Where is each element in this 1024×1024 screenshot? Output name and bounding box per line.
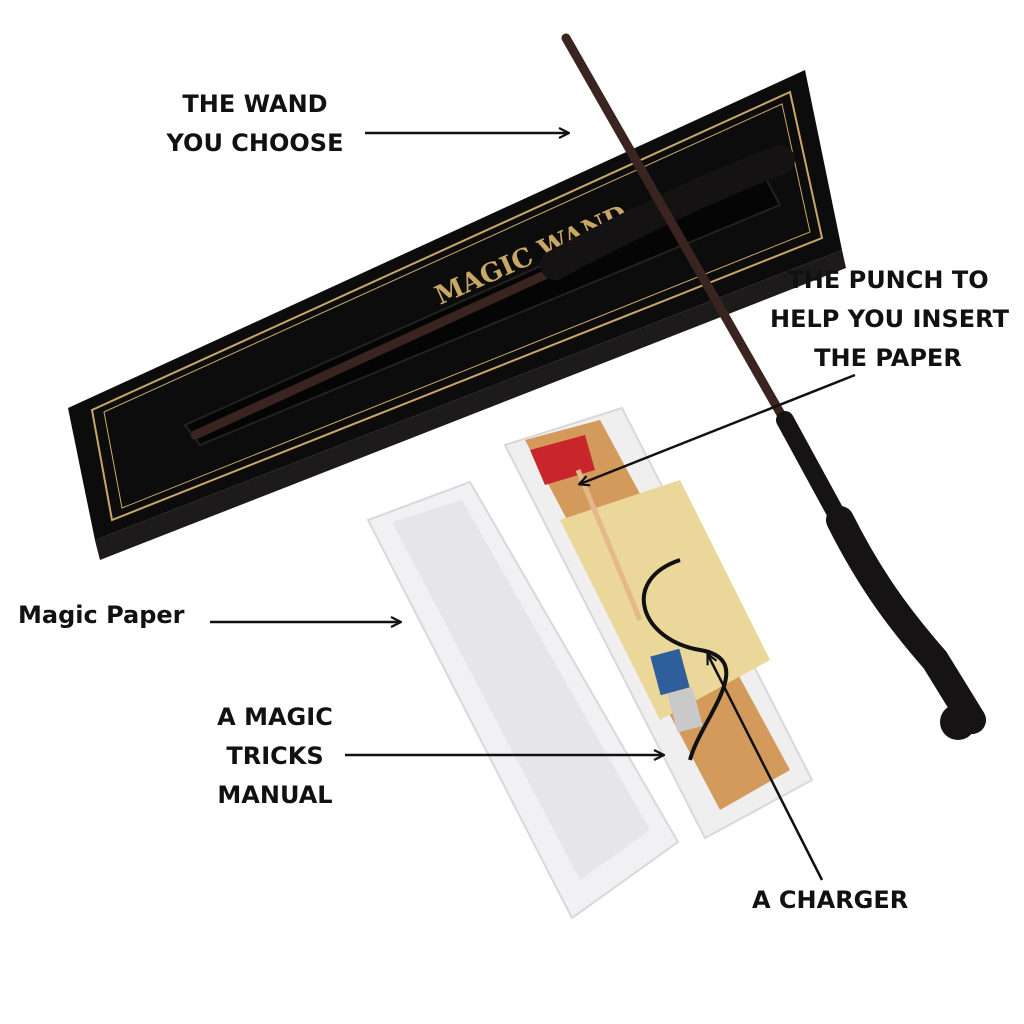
charger-label: A CHARGER xyxy=(752,886,909,914)
punch-label-line: THE PAPER xyxy=(814,344,962,372)
wand xyxy=(561,33,986,740)
charger-cable xyxy=(641,558,729,761)
manual-label-line: MANUAL xyxy=(217,781,333,809)
punch-label-line: HELP YOU INSERT xyxy=(770,305,1009,333)
magic-paper-label: Magic Paper xyxy=(18,601,185,629)
punch-label-line: THE PUNCH TO xyxy=(787,266,989,294)
manual-label: A MAGIC TRICKS MANUAL xyxy=(195,698,355,815)
usb-plug xyxy=(650,648,690,696)
wand-label: THE WAND YOU CHOOSE xyxy=(155,85,355,163)
punch-arrow xyxy=(580,373,856,484)
manual-label-line: A MAGIC xyxy=(217,703,333,731)
manual-label-line: TRICKS xyxy=(226,742,324,770)
charger-arrow xyxy=(708,655,824,881)
wand-label-line: THE WAND xyxy=(182,90,328,118)
wand-label-line: YOU CHOOSE xyxy=(166,129,344,157)
punch-label: THE PUNCH TO HELP YOU INSERT THE PAPER xyxy=(770,261,1009,378)
accessories-bag xyxy=(503,406,814,840)
magic-paper-bag xyxy=(366,480,680,920)
